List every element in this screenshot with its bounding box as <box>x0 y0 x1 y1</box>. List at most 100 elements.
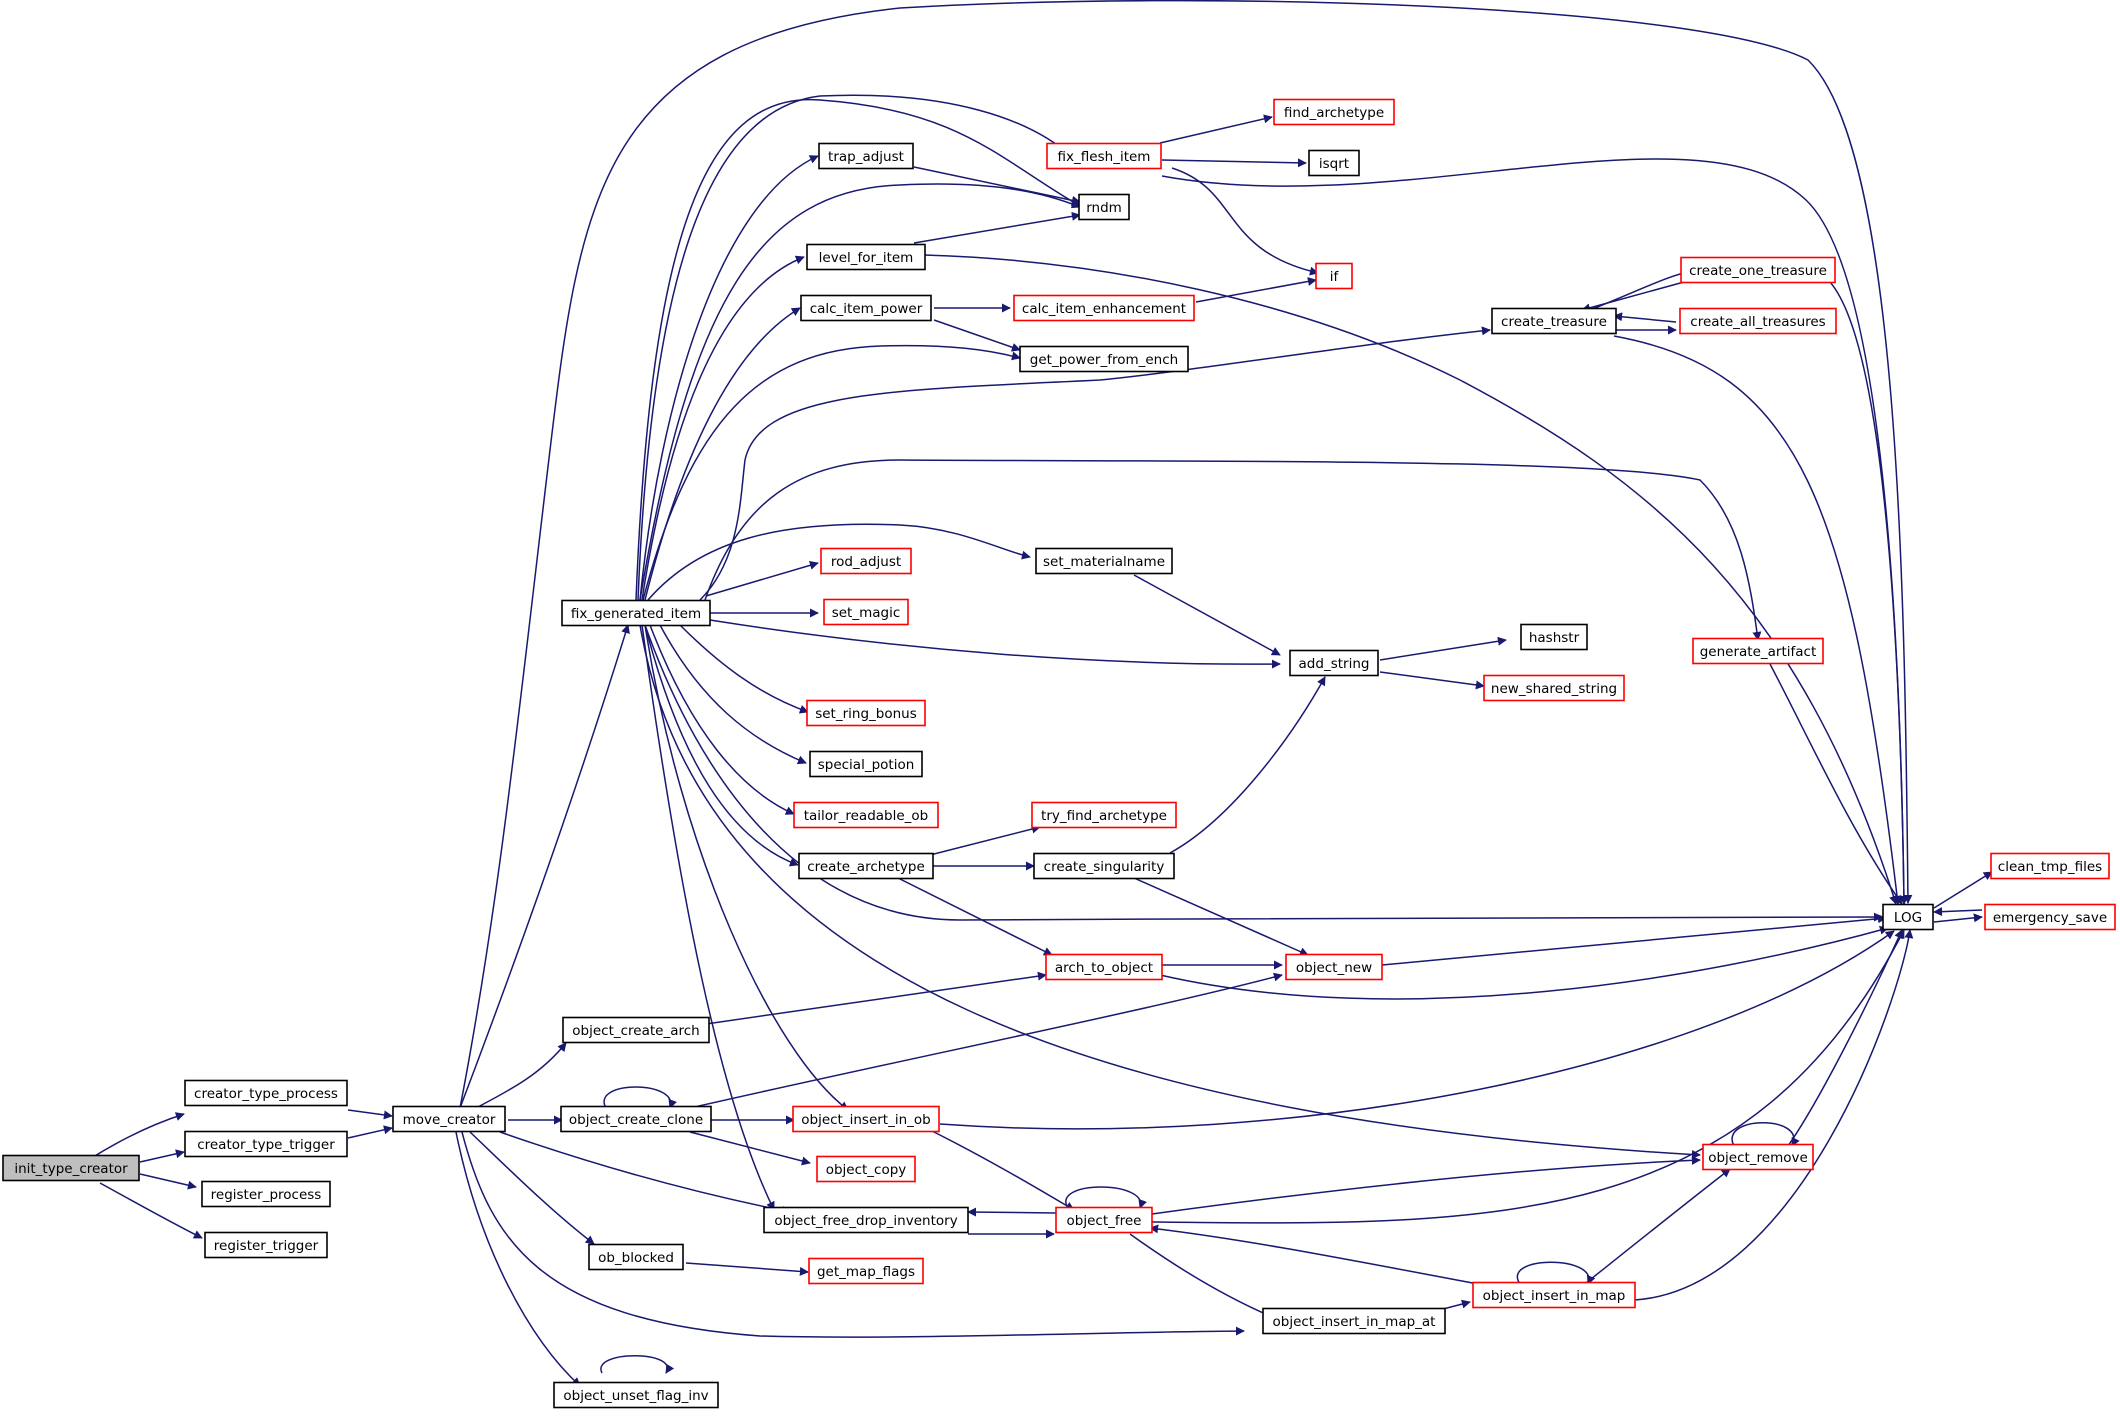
node-object-free[interactable]: object_free <box>1055 1206 1153 1234</box>
node-box <box>1055 1206 1153 1234</box>
node-fix-flesh-item[interactable]: fix_flesh_item <box>1046 142 1162 170</box>
node-calc-item-power[interactable]: calc_item_power <box>800 294 932 322</box>
node-register-trigger[interactable]: register_trigger <box>204 1231 328 1259</box>
node-label: find_archetype <box>1284 105 1384 121</box>
node-label: object_copy <box>826 1162 907 1178</box>
node-create-singularity[interactable]: create_singularity <box>1033 852 1175 880</box>
node-box <box>204 1231 328 1259</box>
node-label: fix_generated_item <box>571 606 701 622</box>
node-arch-to-object[interactable]: arch_to_object <box>1045 953 1163 981</box>
node-special-potion[interactable]: special_potion <box>809 750 923 778</box>
edge-fix-generated-item-to-set-materialname <box>647 523 1031 601</box>
node-box <box>553 1381 719 1409</box>
edge-fix-generated-item-to-generate-artifact <box>704 459 1762 641</box>
edge-object-insert-in-map-to-object-free <box>1149 1224 1479 1285</box>
node-object-copy[interactable]: object_copy <box>816 1155 916 1183</box>
node-object-unset-flag-inv[interactable]: object_unset_flag_inv <box>553 1381 719 1409</box>
node-create-all-treasures[interactable]: create_all_treasures <box>1679 307 1837 335</box>
node-object-create-clone[interactable]: object_create_clone <box>560 1105 712 1133</box>
node-set-magic[interactable]: set_magic <box>823 598 909 626</box>
node-hashstr[interactable]: hashstr <box>1520 623 1588 651</box>
function-nodes: init_type_creatorcreator_type_processcre… <box>2 98 2116 1409</box>
node-tailor-readable-ob[interactable]: tailor_readable_ob <box>793 801 939 829</box>
node-label: set_ring_bonus <box>815 706 917 722</box>
node-init-type-creator[interactable]: init_type_creator <box>2 1154 140 1182</box>
edge-fix-generated-item-to-rod-adjust <box>705 560 819 597</box>
node-label: create_singularity <box>1044 859 1165 875</box>
edge-fix-generated-item-to-fix-flesh-item <box>637 94 1071 601</box>
node-object-free-drop-inventory[interactable]: object_free_drop_inventory <box>763 1206 969 1234</box>
node-fix-generated-item[interactable]: fix_generated_item <box>561 599 711 627</box>
node-box <box>823 598 909 626</box>
node-set-materialname[interactable]: set_materialname <box>1035 547 1173 575</box>
node-create-one-treasure[interactable]: create_one_treasure <box>1680 256 1836 284</box>
node-object-insert-in-map-at[interactable]: object_insert_in_map_at <box>1262 1307 1446 1335</box>
node-generate-artifact[interactable]: generate_artifact <box>1692 637 1824 665</box>
edge-fix-generated-item-to-level-for-item <box>641 255 805 601</box>
node-box <box>806 243 926 271</box>
node-get-power-from-ench[interactable]: get_power_from_ench <box>1019 345 1189 373</box>
node-create-archetype[interactable]: create_archetype <box>798 852 934 880</box>
node-clean-tmp-files[interactable]: clean_tmp_files <box>1990 852 2110 880</box>
edge-fix-generated-item-to-special-potion <box>659 624 807 765</box>
node-box <box>816 1155 916 1183</box>
node-label: set_magic <box>832 605 901 621</box>
node-ob-blocked[interactable]: ob_blocked <box>588 1243 684 1271</box>
edge-set-materialname-to-add-string <box>1133 574 1281 656</box>
edge-move-creator-to-object-create-arch <box>475 1042 567 1109</box>
node-object-insert-in-map[interactable]: object_insert_in_map <box>1472 1281 1636 1309</box>
node-box <box>1308 149 1360 177</box>
edge-object-free-to-LOG <box>1151 929 1905 1224</box>
edge-object-create-arch-to-arch-to-object <box>705 971 1047 1025</box>
node-isqrt[interactable]: isqrt <box>1308 149 1360 177</box>
node-create-treasure[interactable]: create_treasure <box>1491 307 1617 335</box>
node-move-creator[interactable]: move_creator <box>392 1105 506 1133</box>
node-label: clean_tmp_files <box>1998 859 2102 875</box>
node-object-remove[interactable]: object_remove <box>1702 1143 1814 1171</box>
node-set-ring-bonus[interactable]: set_ring_bonus <box>806 699 926 727</box>
node-creator-type-process[interactable]: creator_type_process <box>184 1079 348 1107</box>
node-find-archetype[interactable]: find_archetype <box>1273 98 1395 126</box>
node-object-create-arch[interactable]: object_create_arch <box>562 1016 710 1044</box>
node-label: create_treasure <box>1501 314 1607 330</box>
node-object-insert-in-ob[interactable]: object_insert_in_ob <box>792 1105 940 1133</box>
node-get-map-flags[interactable]: get_map_flags <box>808 1257 924 1285</box>
node-box <box>560 1105 712 1133</box>
node-calc-item-enhancement[interactable]: calc_item_enhancement <box>1013 294 1195 322</box>
node-label: emergency_save <box>1993 910 2107 926</box>
node-creator-type-trigger[interactable]: creator_type_trigger <box>184 1130 348 1158</box>
edge-fix-generated-item-to-create-treasure <box>699 326 1491 601</box>
node-box <box>818 142 914 170</box>
node-box <box>201 1180 331 1208</box>
node-label: object_create_arch <box>572 1023 699 1039</box>
edge-create-singularity-to-add-string <box>1169 676 1326 854</box>
node-box <box>792 1105 940 1133</box>
edge-fix-generated-item-to-create-archetype <box>644 624 799 867</box>
node-label: level_for_item <box>819 250 914 266</box>
node-register-process[interactable]: register_process <box>201 1180 331 1208</box>
edge-move-creator-to-object-free-drop-inventory <box>499 1131 791 1215</box>
node-label: register_trigger <box>214 1238 319 1254</box>
edge-fix-flesh-item-to-if <box>1171 167 1319 276</box>
node-add-string[interactable]: add_string <box>1289 649 1379 677</box>
node-try-find-archetype[interactable]: try_find_archetype <box>1031 801 1177 829</box>
node-log[interactable]: LOG <box>1882 903 1934 931</box>
node-if[interactable]: if <box>1315 262 1353 290</box>
node-label: get_power_from_ench <box>1030 352 1178 368</box>
node-rndm[interactable]: rndm <box>1078 193 1130 221</box>
edge-init-to-register-trigger <box>99 1182 203 1239</box>
edge-init-to-register-process <box>139 1173 197 1190</box>
edge-object-free-to-object-insert-in-map-at <box>1129 1233 1283 1323</box>
node-level-for-item[interactable]: level_for_item <box>806 243 926 271</box>
node-label: object_insert_in_ob <box>801 1112 930 1128</box>
node-object-new[interactable]: object_new <box>1285 953 1383 981</box>
node-rod-adjust[interactable]: rod_adjust <box>820 547 912 575</box>
edge-move-creator-to-fix-generated-item <box>459 624 630 1109</box>
node-new-shared-string[interactable]: new_shared_string <box>1483 674 1625 702</box>
edge-level-for-item-to-LOG <box>923 254 1898 905</box>
node-trap-adjust[interactable]: trap_adjust <box>818 142 914 170</box>
node-label: arch_to_object <box>1055 960 1153 976</box>
node-emergency-save[interactable]: emergency_save <box>1984 903 2116 931</box>
node-box <box>1013 294 1195 322</box>
edge-object-remove-self <box>1731 1122 1800 1147</box>
